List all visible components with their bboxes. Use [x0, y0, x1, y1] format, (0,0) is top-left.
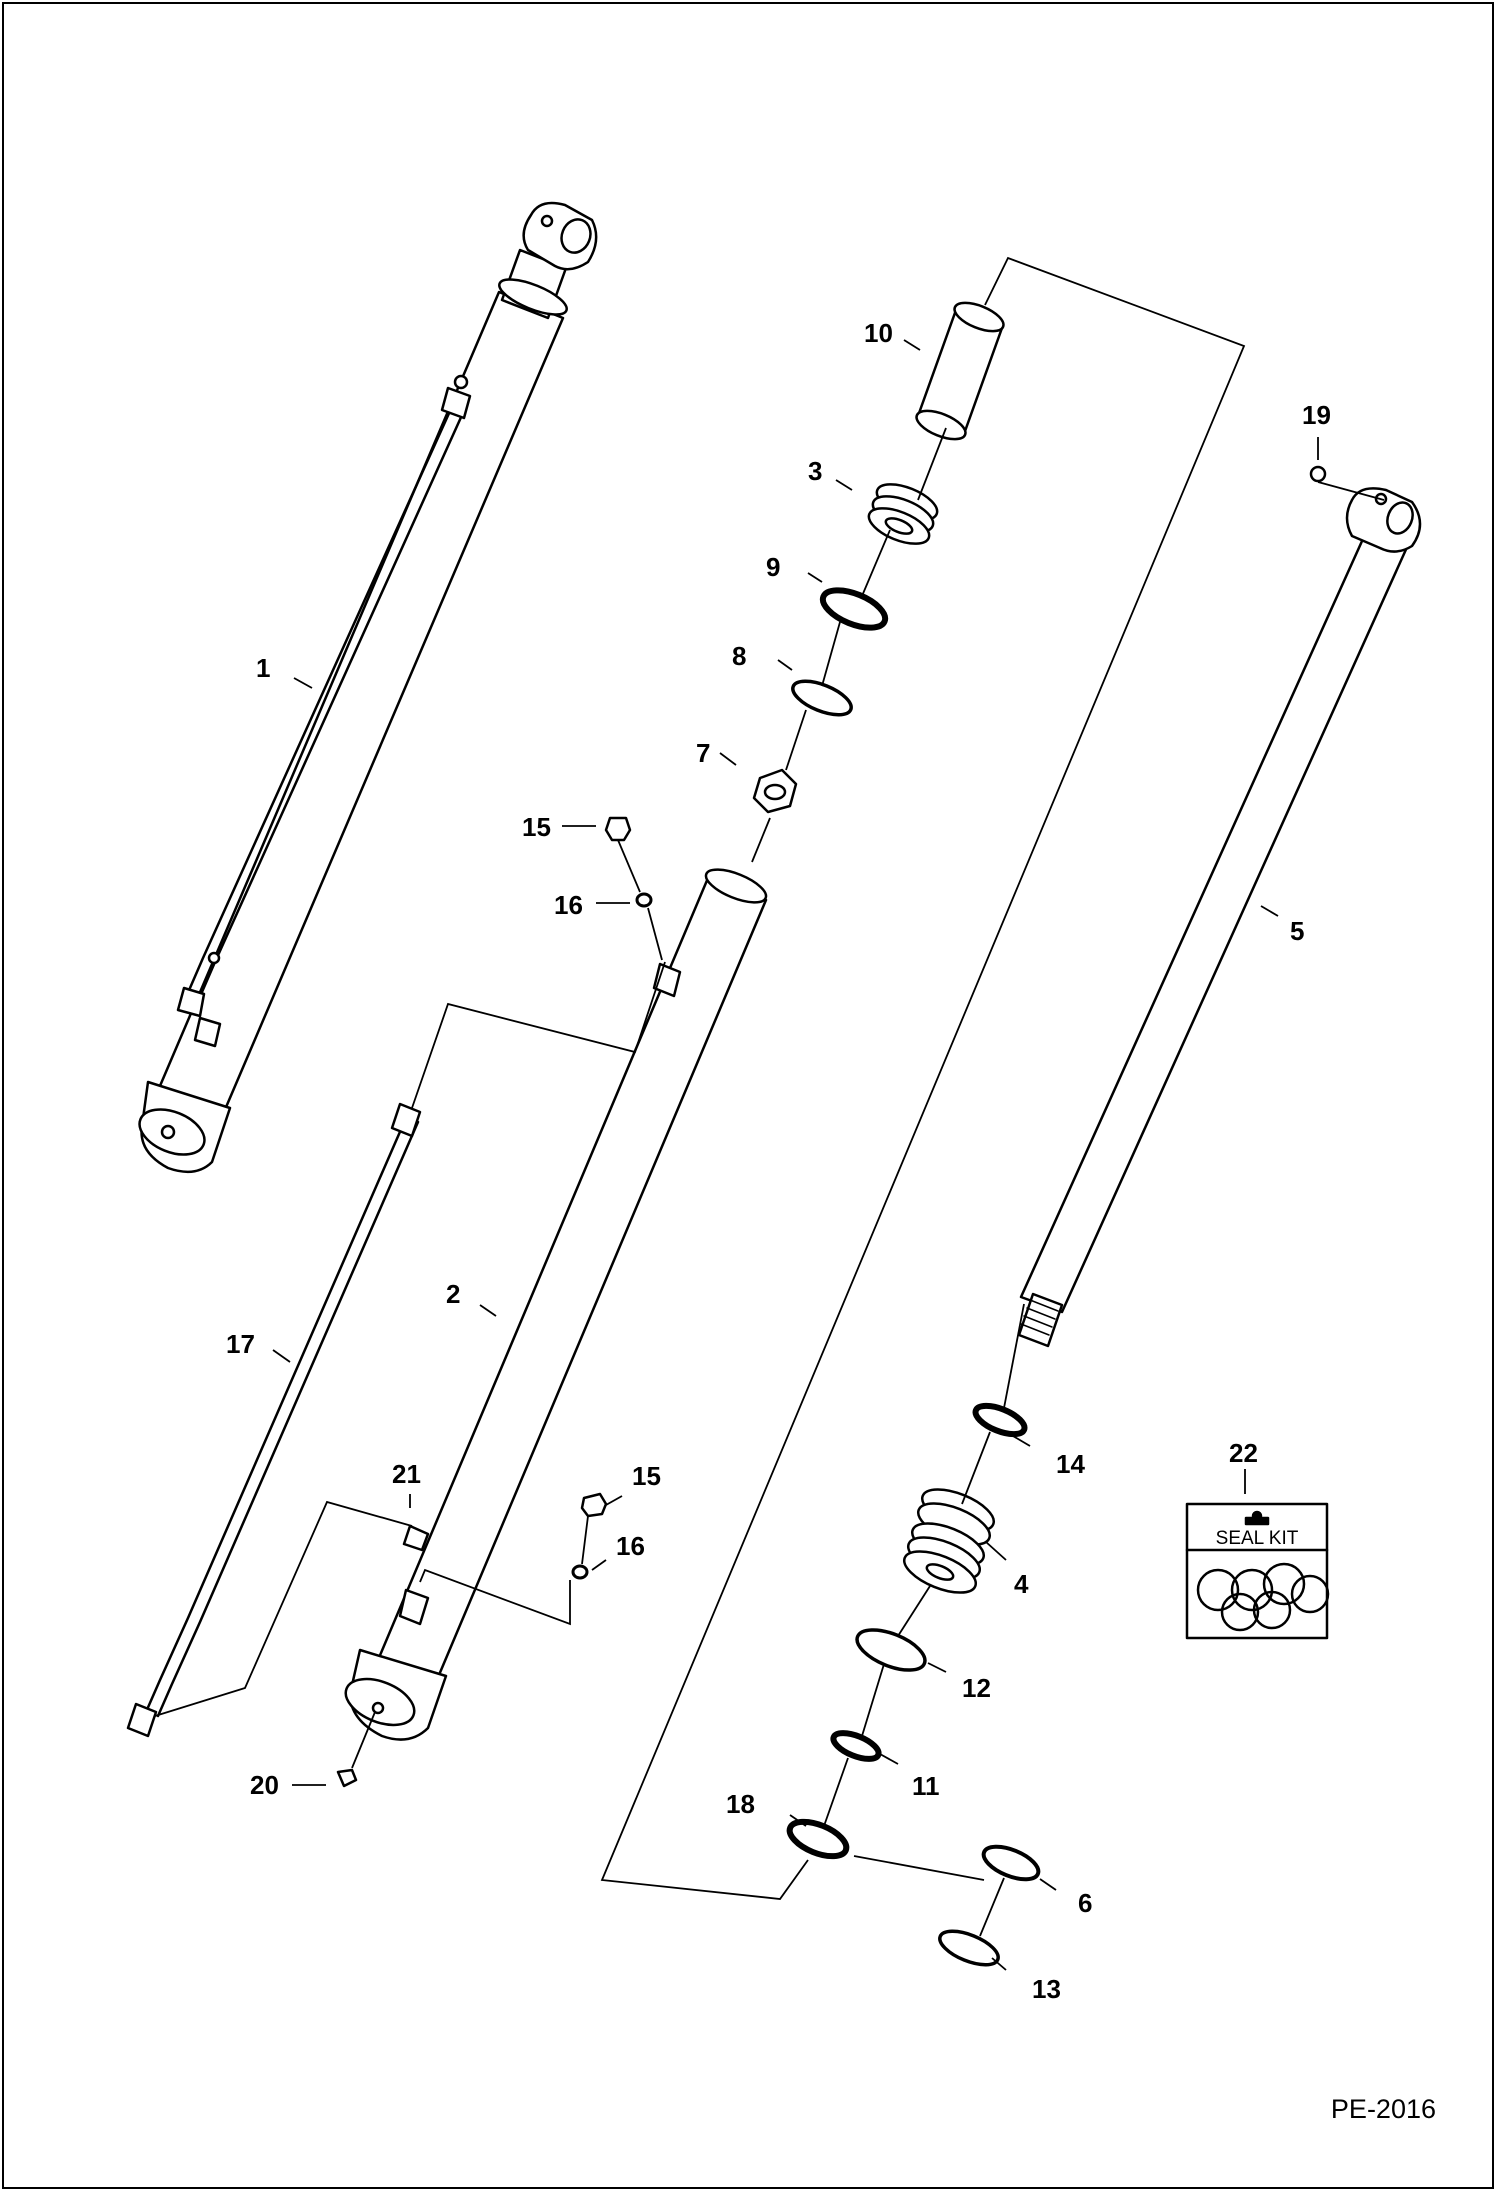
- document-code: PE-2016: [1330, 2094, 1436, 2124]
- callout-1: 1: [256, 653, 270, 683]
- callout-5: 5: [1290, 916, 1304, 946]
- seal-ring-18: [786, 1818, 850, 1860]
- assembled-cylinder: [138, 201, 598, 1174]
- callout-10: 10: [864, 318, 893, 348]
- seal-ring-9: [819, 587, 889, 631]
- callout-8: 8: [732, 641, 746, 671]
- plug-upper: [604, 816, 632, 842]
- grease-fitting-20: [336, 1768, 358, 1788]
- callout-17: 17: [226, 1329, 255, 1359]
- callout-6: 6: [1078, 1888, 1092, 1918]
- gland: [867, 483, 939, 545]
- plug-lower: [580, 1492, 608, 1518]
- seal-ring-13: [938, 1929, 1000, 1967]
- callout-labels: 1 2 3 4 5 6 7 8 9 10 11 12 13 14 15 15 1…: [226, 318, 1331, 2004]
- grease-fitting-19: [1309, 465, 1327, 483]
- callout-19: 19: [1302, 400, 1331, 430]
- seal-ring-11: [830, 1730, 882, 1762]
- callout-20: 20: [250, 1770, 279, 1800]
- hydraulic-tube: [126, 1102, 422, 1738]
- callout-7: 7: [696, 738, 710, 768]
- callout-13: 13: [1032, 1974, 1061, 2004]
- callout-9: 9: [766, 552, 780, 582]
- clamp-21: [402, 1524, 430, 1552]
- seal-ring-8: [791, 679, 853, 717]
- callout-16-lower: 16: [616, 1531, 645, 1561]
- callout-15-upper: 15: [522, 812, 551, 842]
- callout-18: 18: [726, 1789, 755, 1819]
- seal-ring-6: [981, 1844, 1041, 1882]
- seal-kit-package: [1185, 1502, 1330, 1640]
- callout-22: 22: [1229, 1438, 1258, 1468]
- seal-ring-14: [972, 1402, 1028, 1438]
- piston: [903, 1488, 995, 1594]
- callout-14: 14: [1056, 1449, 1085, 1479]
- sleeve: [915, 301, 1005, 441]
- callout-2: 2: [446, 1279, 460, 1309]
- callout-3: 3: [808, 456, 822, 486]
- callout-12: 12: [962, 1673, 991, 1703]
- leader-lines: [154, 256, 1385, 1971]
- o-ring-upper: [635, 892, 653, 908]
- seal-ring-12: [855, 1628, 927, 1672]
- callout-11: 11: [912, 1771, 940, 1801]
- callout-4: 4: [1014, 1569, 1029, 1599]
- o-ring-lower: [571, 1564, 589, 1580]
- callout-21: 21: [392, 1459, 421, 1489]
- seal-kit-label: SEAL KIT: [1216, 1528, 1299, 1549]
- callout-16-upper: 16: [554, 890, 583, 920]
- barrel: [344, 868, 768, 1741]
- piston-rod: [1017, 487, 1422, 1348]
- callout-15-lower: 15: [632, 1461, 661, 1491]
